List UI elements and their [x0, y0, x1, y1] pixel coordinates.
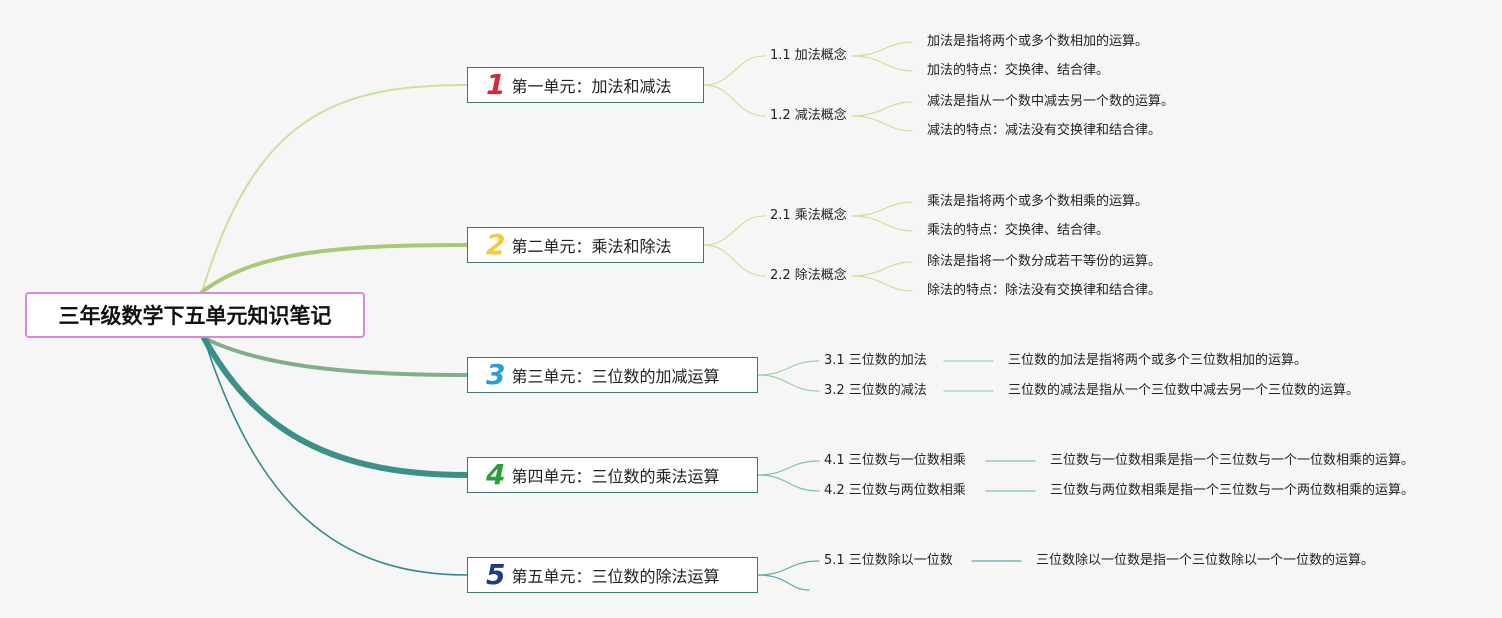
connector-line — [851, 275, 913, 292]
connector-line — [703, 55, 766, 86]
unit-node-4[interactable]: 4 第四单元：三位数的乘法运算 — [467, 457, 758, 493]
detail-text[interactable]: 三位数的减法是指从一个三位数中减去另一个三位数的运算。 — [1008, 383, 1360, 398]
detail-text[interactable]: 除法是指将一个数分成若干等份的运算。 — [927, 254, 1162, 269]
unit-title: 第三单元：三位数的加减运算 — [511, 367, 720, 386]
subtopic-4-2[interactable]: 4.2 三位数与两位数相乘 — [824, 483, 966, 498]
subtopic-4-1[interactable]: 4.1 三位数与一位数相乘 — [824, 453, 966, 468]
subtopic-1-2[interactable]: 1.2 减法概念 — [770, 108, 847, 123]
connector-line — [757, 374, 820, 392]
unit-node-1[interactable]: 1 第一单元：加法和减法 — [467, 67, 704, 103]
detail-text[interactable]: 乘法的特点：交换律、结合律。 — [927, 223, 1110, 238]
subtopic-2-2[interactable]: 2.2 除法概念 — [770, 268, 847, 283]
subtopic-2-1[interactable]: 2.1 乘法概念 — [770, 208, 847, 223]
unit-title: 第四单元：三位数的乘法运算 — [511, 467, 720, 486]
detail-text[interactable]: 除法的特点：除法没有交换律和结合律。 — [927, 283, 1162, 298]
subtopic-3-1[interactable]: 3.1 三位数的加法 — [824, 353, 927, 368]
root-title: 三年级数学下五单元知识笔记 — [58, 304, 332, 328]
connector-line — [203, 337, 468, 576]
detail-text[interactable]: 加法是指将两个或多个数相加的运算。 — [927, 34, 1149, 49]
connector-line — [703, 215, 766, 246]
connector-line — [851, 41, 913, 57]
unit-number-icon: 5 — [486, 558, 506, 591]
detail-text[interactable]: 三位数与一位数相乘是指一个三位数与一个一位数相乘的运算。 — [1050, 453, 1415, 468]
connector-line — [851, 201, 913, 217]
connector-line — [851, 215, 913, 232]
unit-node-3[interactable]: 3 第三单元：三位数的加减运算 — [467, 357, 758, 393]
detail-text[interactable]: 三位数除以一位数是指一个三位数除以一个一位数的运算。 — [1036, 553, 1375, 568]
connector-line — [851, 101, 913, 117]
unit-number-icon: 3 — [486, 358, 506, 391]
connector-line — [851, 261, 913, 277]
unit-title: 第一单元：加法和减法 — [511, 77, 672, 96]
unit-number-icon: 4 — [486, 458, 506, 491]
unit-node-5[interactable]: 5 第五单元：三位数的除法运算 — [467, 557, 758, 593]
connector-line — [757, 574, 810, 591]
detail-text[interactable]: 三位数的加法是指将两个或多个三位数相加的运算。 — [1008, 353, 1308, 368]
connector-line — [851, 115, 913, 132]
connector-line — [200, 243, 469, 294]
subtopic-5-1[interactable]: 5.1 三位数除以一位数 — [824, 553, 953, 568]
unit-title: 第五单元：三位数的除法运算 — [511, 567, 720, 586]
connector-line — [202, 336, 469, 377]
root-node[interactable]: 三年级数学下五单元知识笔记 — [25, 292, 365, 338]
detail-text[interactable]: 乘法是指将两个或多个数相乘的运算。 — [927, 194, 1149, 209]
connector-line — [703, 84, 766, 117]
connector-line — [851, 55, 913, 72]
subtopic-1-1[interactable]: 1.1 加法概念 — [770, 48, 847, 63]
connector-line — [201, 84, 468, 293]
unit-title: 第二单元：乘法和除法 — [511, 237, 672, 256]
subtopic-3-2[interactable]: 3.2 三位数的减法 — [824, 383, 927, 398]
connector-line — [757, 560, 820, 576]
detail-text[interactable]: 减法的特点：减法没有交换律和结合律。 — [927, 123, 1162, 138]
detail-text[interactable]: 三位数与两位数相乘是指一个三位数与一个两位数相乘的运算。 — [1050, 483, 1415, 498]
unit-number-icon: 2 — [486, 228, 506, 261]
unit-node-2[interactable]: 2 第二单元：乘法和除法 — [467, 227, 704, 263]
connector-line — [757, 474, 820, 492]
connector-line — [757, 460, 820, 476]
detail-text[interactable]: 减法是指从一个数中减去另一个数的运算。 — [927, 94, 1175, 109]
connector-line — [757, 360, 820, 376]
detail-text[interactable]: 加法的特点：交换律、结合律。 — [927, 63, 1110, 78]
unit-number-icon: 1 — [486, 68, 506, 101]
connector-line — [703, 244, 766, 277]
connector-line — [201, 335, 470, 478]
